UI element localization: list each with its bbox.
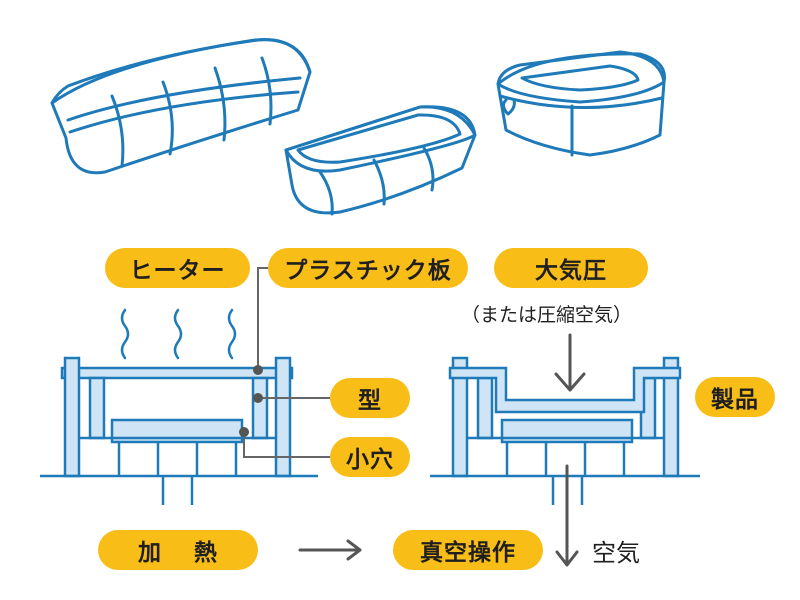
right-clamp-outer bbox=[274, 356, 292, 478]
atmospheric-note: （または圧縮空気） bbox=[461, 304, 633, 326]
right-base bbox=[430, 436, 700, 505]
connector-lines bbox=[243, 267, 330, 458]
plastic-sheet-label: プラスチック板 bbox=[268, 248, 468, 288]
right-arrow-icon bbox=[298, 539, 362, 561]
right-mold-block bbox=[500, 418, 634, 444]
vacuum-operation-label: 真空操作 bbox=[393, 530, 543, 570]
atmospheric-pressure-label: 大気圧 bbox=[494, 248, 648, 288]
heating-apparatus bbox=[60, 356, 294, 478]
clamshell-container-illustration bbox=[50, 38, 312, 175]
heat-wave-icon bbox=[120, 308, 237, 360]
left-clamp-inner bbox=[88, 376, 106, 440]
connector-dots bbox=[239, 365, 263, 437]
air-label: 空気 bbox=[592, 539, 640, 567]
right-apparatus-left-clamp-inner bbox=[476, 376, 494, 440]
plastic-sheet-bar bbox=[60, 366, 294, 380]
right-clamp-inner bbox=[251, 376, 269, 440]
vacuum-apparatus bbox=[448, 356, 682, 478]
lidded-box-illustration bbox=[496, 50, 666, 157]
left-clamp-outer bbox=[63, 356, 81, 478]
small-hole-label: 小穴 bbox=[330, 437, 410, 477]
down-arrow-icon bbox=[554, 333, 586, 392]
product-label: 製品 bbox=[695, 377, 775, 417]
heating-label: 加熱 bbox=[98, 530, 258, 570]
open-tray-illustration bbox=[284, 105, 477, 216]
mold-label: 型 bbox=[330, 378, 410, 418]
formed-product bbox=[448, 366, 682, 414]
heater-label: ヒーター bbox=[105, 248, 250, 288]
air-flow-arrow-icon bbox=[555, 464, 579, 567]
